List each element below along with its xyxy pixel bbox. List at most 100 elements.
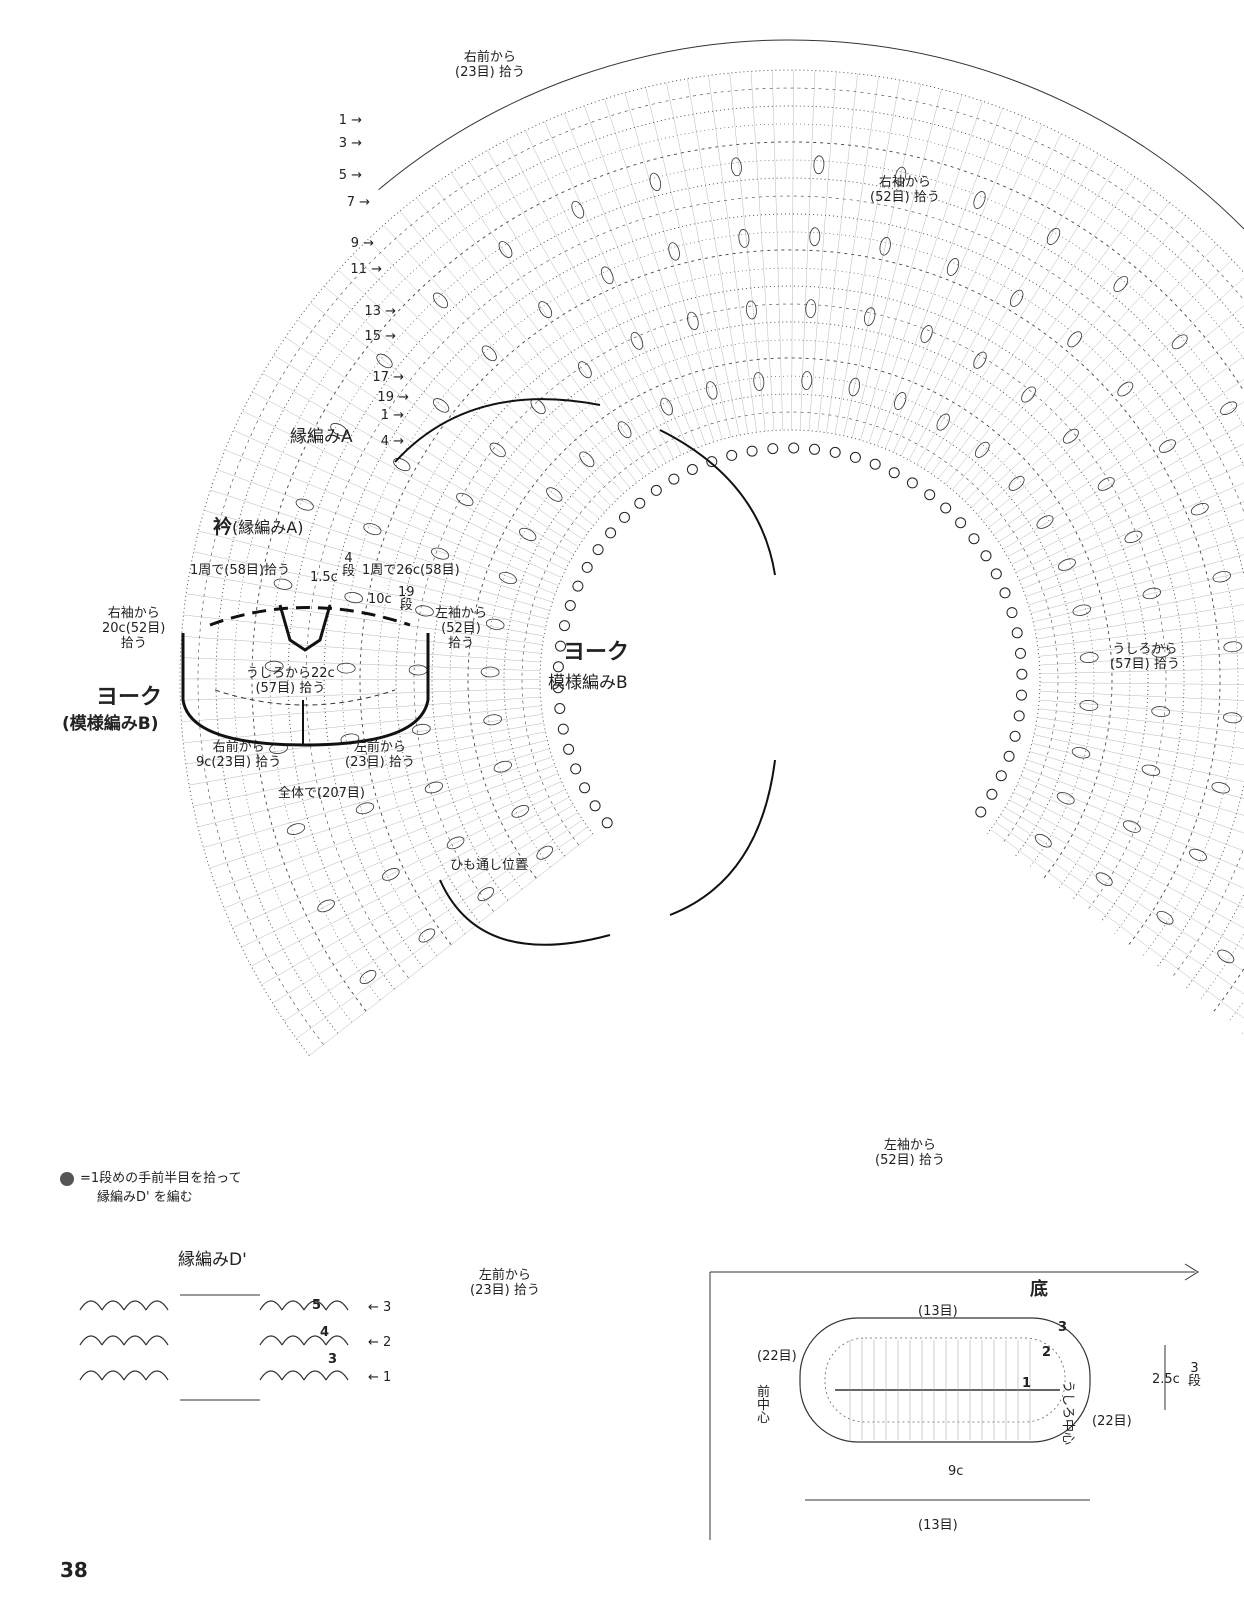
label-edging-a: 縁編みA [290,427,353,447]
yoke-stitch-column [505,140,674,459]
yoke-row-arc [377,267,1203,934]
yoke-stitch-column [1003,401,1244,550]
legend-line2: 縁編みD' を編む [97,1190,193,1205]
yoke-shell-motif [355,802,375,815]
edging-d-loop [145,1335,169,1346]
yoke-shell-motif [894,392,907,410]
base-round-1: 1 [1022,1376,1032,1391]
edging-d-row-label: ← 2 [368,1335,392,1350]
yoke-stitch-column [189,722,544,786]
edging-d-loop [123,1335,147,1346]
edging-d-loop [145,1370,169,1381]
yoke-shell-motif [1057,558,1076,571]
yoke-stitch-column [624,92,723,440]
base-hr-2: 段 [1188,1374,1202,1389]
collar-ls-3: 拾う [448,636,475,651]
yoke-stitch-column [433,184,645,478]
legend-symbol-icon [60,1172,74,1186]
yoke-shell-motif [1124,530,1143,544]
yoke-stitch-column [189,572,544,637]
yoke-shell-motif [393,457,411,472]
yoke-stitch-column [971,259,1233,508]
edging-a-loop [1011,627,1023,639]
collar-label-19rows: 19 段 [398,586,415,612]
yoke-stitch-column [893,124,1043,453]
edging-a-loop [924,489,936,501]
yoke-stitch-column [1022,501,1244,589]
collar-19-unit: 段 [399,598,413,613]
yoke-row-arc [395,285,1185,923]
yoke-shell-motif [1223,641,1243,653]
yoke-shell-motif [1072,604,1092,616]
yoke-stitch-column [285,337,584,540]
yoke-shell-motif [1217,949,1235,964]
yoke-stitch-column [468,161,659,468]
yoke-stitch-column [1025,519,1244,597]
yoke-stitch-column [544,121,690,452]
edging-d-loop [325,1370,349,1381]
yoke-shell-motif [483,714,503,726]
yoke-shell-motif [1010,289,1024,307]
yoke-stitch-column [750,71,775,431]
collar-dashed-line [214,689,396,706]
yoke-shell-motif [660,397,673,416]
yoke-shell-motif [1008,475,1025,491]
yoke-shell-motif [363,523,382,536]
collar-label-left-sleeve: 左袖から (52目) 拾う [435,606,487,651]
yoke-shell-motif [920,325,933,343]
edging-row-label: 1 → [380,408,404,423]
yoke-shell-motif [1036,515,1054,529]
yoke-stitch-column [729,72,766,432]
row-number-label: 19 → [377,390,409,405]
edging-d-title: 縁編みD' [178,1250,247,1270]
yoke-shell-motif [382,868,400,881]
row-number-label: 1 → [338,113,362,128]
yoke-stitch-column [273,354,579,547]
collar-label-right-front: 右前から 9c(23目) 拾う [196,740,281,770]
collar-label-rows: 4 段 [342,552,355,578]
yoke-stitch-column [1004,807,1244,950]
edging-d-loop [259,1335,283,1346]
yoke-stitch-column [843,84,921,436]
yoke-stitch-column [296,826,588,1039]
yoke-shell-motif [480,666,500,678]
edging-d-row-label: ← 1 [368,1370,392,1385]
edging-a-loop [605,527,617,539]
edging-a-loop [968,533,980,545]
yoke-shell-motif [538,301,553,318]
yoke-stitch-column [217,469,556,595]
yoke-stitch-column [687,78,749,434]
base-height-rows: 3 段 [1188,1362,1201,1388]
yoke-row-arc [449,339,1131,890]
collar-rs-3: 拾う [120,636,147,651]
yoke-shell-motif [936,413,950,431]
yoke-shell-motif [432,292,449,309]
yoke-stitch-column [180,657,541,671]
yoke-stitch-column [952,215,1186,490]
edging-d-loop [303,1370,327,1381]
arrow-icon [1184,1263,1199,1281]
yoke-shell-motif [498,241,513,258]
yoke-stitch-column [964,244,1218,502]
base-hr-1: 3 [1190,1361,1199,1376]
row-number-label: 5 → [338,168,362,183]
edging-d-row-label: ← 3 [368,1300,392,1315]
edging-a-loop [1016,689,1027,701]
edging-a-loop [829,446,841,458]
label-right-front: 右前から (23目) 拾う [455,50,525,80]
yoke-stitch-column [988,331,1244,528]
cord-line [669,759,776,916]
yoke-shell-motif [536,845,554,860]
label-left-front-line1: 左前から [478,1268,531,1283]
yoke-stitch-column [232,781,562,928]
edging-a-loop [888,467,900,479]
yoke-row-arc [431,321,1149,901]
row-number-label: 3 → [338,136,362,151]
edging-a-loop [619,511,630,523]
yoke-stitch-column [1000,814,1244,972]
edging-a-loop [849,451,861,463]
legend-line1: =1段めの手前半目を拾って [80,1171,242,1186]
yoke-stitch-column [645,87,731,438]
yoke-stitch-column [1039,668,1244,674]
